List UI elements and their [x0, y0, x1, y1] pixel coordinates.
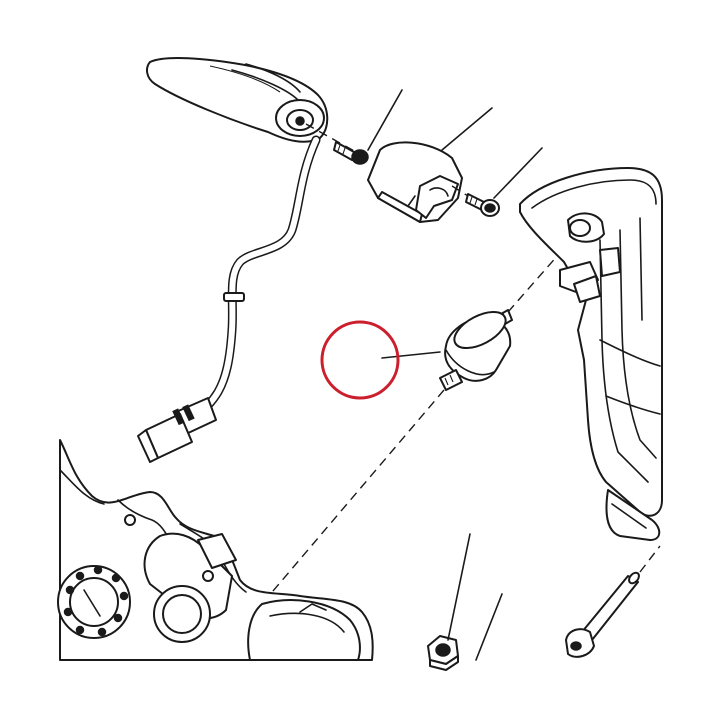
- screw-25: [333, 141, 369, 165]
- leader-18: [493, 147, 543, 199]
- leader-5: [475, 593, 503, 661]
- nut-4: [427, 635, 459, 671]
- mount-3: [439, 309, 513, 391]
- sensor-housing: [146, 57, 329, 143]
- assembly-line-25: [305, 123, 357, 153]
- bolt-5: [565, 571, 640, 658]
- engine-casing: [57, 439, 374, 661]
- leader-4: [447, 533, 471, 641]
- sensor-cable: [193, 135, 321, 419]
- wire-connector: [137, 397, 217, 463]
- frame-bracket: [519, 167, 663, 541]
- screw-18: [451, 185, 500, 217]
- assembly-line-5: [639, 545, 661, 573]
- leader-19: [441, 107, 493, 151]
- bracket-19: [367, 141, 463, 223]
- highlight-circle-3: [320, 320, 400, 400]
- leader-3: [381, 351, 441, 359]
- leader-25: [367, 89, 403, 151]
